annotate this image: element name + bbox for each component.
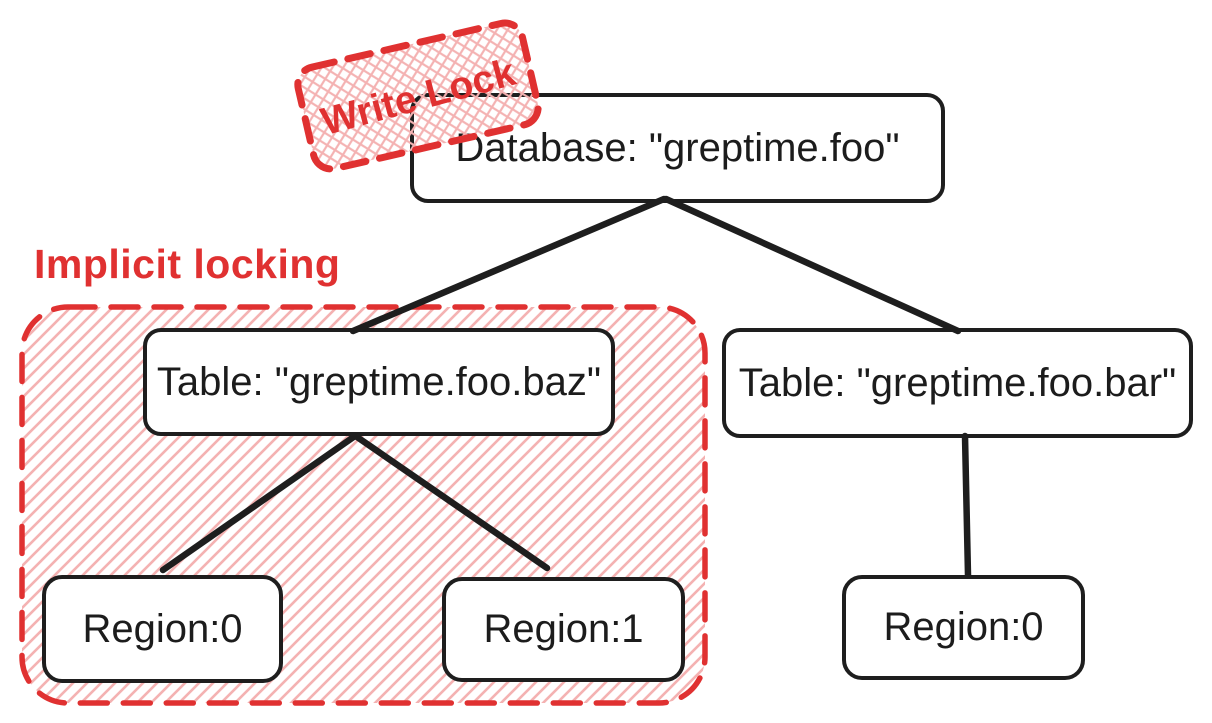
node-table-baz: Table: "greptime.foo.baz" xyxy=(143,328,615,436)
node-table-bar-label: Table: "greptime.foo.bar" xyxy=(738,360,1177,405)
node-region1-baz: Region:1 xyxy=(442,577,685,682)
node-table-baz-label: Table: "greptime.foo.baz" xyxy=(156,359,602,404)
node-database: Database: "greptime.foo" xyxy=(410,93,945,203)
node-region0-baz-label: Region:0 xyxy=(82,606,243,651)
node-table-bar: Table: "greptime.foo.bar" xyxy=(722,328,1193,438)
node-database-label: Database: "greptime.foo" xyxy=(455,125,900,170)
node-region1-baz-label: Region:1 xyxy=(483,607,644,651)
node-region0-bar: Region:0 xyxy=(842,575,1085,680)
implicit-locking-label: Implicit locking xyxy=(34,241,341,287)
node-region0-bar-label: Region:0 xyxy=(883,605,1044,649)
node-region0-baz: Region:0 xyxy=(42,575,283,683)
